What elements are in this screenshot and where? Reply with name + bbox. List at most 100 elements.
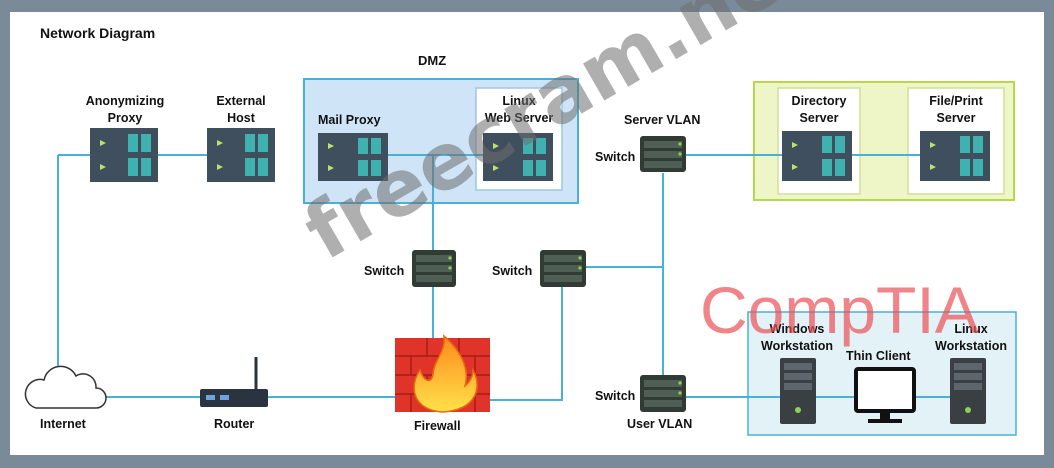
drive-slot — [954, 383, 982, 390]
status-led-icon — [930, 142, 936, 148]
switch-core-label: Switch — [492, 264, 533, 278]
status-led-icon — [328, 165, 334, 171]
port-row — [644, 141, 682, 148]
drive-bay-icon — [128, 134, 138, 152]
status-led-icon — [792, 164, 798, 170]
port-row — [644, 390, 682, 397]
status-led-icon — [493, 143, 499, 149]
external-host-server — [207, 128, 275, 182]
drive-bay-icon — [371, 138, 381, 154]
router-icon — [200, 357, 268, 407]
drive-bay-icon — [258, 134, 268, 152]
drive-bay-icon — [245, 158, 255, 176]
comptia-watermark: CompTIA — [700, 273, 979, 347]
link-firewall-core-switch — [490, 285, 563, 401]
port-led-icon — [578, 266, 582, 270]
drive-slot — [954, 373, 982, 380]
port-led-icon — [678, 152, 682, 156]
port-led-icon — [678, 142, 682, 146]
router-body — [200, 389, 268, 407]
switch-server-icon — [640, 136, 686, 172]
drive-bay-icon — [973, 159, 983, 176]
monitor-screen — [854, 367, 916, 413]
port-row — [644, 151, 682, 158]
switch-core-icon — [540, 250, 586, 287]
power-led-icon — [795, 407, 801, 413]
port-row — [644, 400, 682, 407]
switch-user-icon — [640, 375, 686, 412]
drive-slot — [784, 363, 812, 370]
firewall-label: Firewall — [414, 419, 461, 433]
switch-dmz-label: Switch — [364, 264, 405, 278]
file-print-server — [920, 131, 990, 181]
status-led-icon — [328, 143, 334, 149]
port-row — [416, 275, 452, 282]
drive-bay-icon — [358, 138, 368, 154]
linux-workstation-tower-icon — [950, 358, 986, 424]
switch-server-label: Switch — [595, 150, 636, 164]
drive-slot — [784, 383, 812, 390]
port-row — [644, 380, 682, 387]
status-led-icon — [792, 142, 798, 148]
drive-bay-icon — [358, 160, 368, 176]
anonymizing-proxy-server — [90, 128, 158, 182]
external-host-label: External Host — [216, 94, 266, 125]
port-row — [544, 255, 582, 262]
drive-bay-icon — [523, 138, 533, 154]
linux-workstation-label: Linux Workstation — [935, 322, 1007, 353]
port-row — [544, 265, 582, 272]
status-led-icon — [217, 140, 223, 146]
drive-slot — [784, 373, 812, 380]
links — [57, 154, 950, 401]
mail-proxy-server — [318, 133, 388, 181]
status-led-icon — [493, 165, 499, 171]
port-led-icon — [448, 256, 452, 260]
cloud-icon — [24, 365, 107, 409]
drive-bay-icon — [835, 159, 845, 176]
status-led-icon — [930, 164, 936, 170]
switch-dmz-icon — [412, 250, 456, 287]
drive-bay-icon — [536, 160, 546, 176]
anonymizing-proxy-label: Anonymizing Proxy — [85, 94, 165, 125]
thin-client-monitor-icon — [854, 367, 916, 423]
port-led-icon — [578, 256, 582, 260]
power-led-icon — [965, 407, 971, 413]
server-vlan-label: Server VLAN — [624, 113, 701, 127]
switch-user-label: Switch — [595, 389, 636, 403]
drive-bay-icon — [536, 138, 546, 154]
diagram-title: Network Diagram — [40, 25, 156, 41]
monitor-neck — [880, 411, 890, 419]
port-led-icon — [678, 381, 682, 385]
port-row — [644, 161, 682, 168]
directory-server-label: Directory Server — [791, 94, 847, 125]
drive-bay-icon — [523, 160, 533, 176]
monitor-base — [868, 419, 902, 423]
drive-bay-icon — [128, 158, 138, 176]
windows-workstation-tower-icon — [780, 358, 816, 424]
flame-icon — [413, 334, 478, 413]
status-led-icon — [100, 140, 106, 146]
status-led-icon — [217, 164, 223, 170]
port-led-icon — [678, 391, 682, 395]
drive-bay-icon — [822, 159, 832, 176]
drive-bay-icon — [822, 136, 832, 153]
firewall-icon — [395, 334, 490, 413]
drive-bay-icon — [141, 158, 151, 176]
drive-bay-icon — [973, 136, 983, 153]
port-row — [416, 255, 452, 262]
port-row — [416, 265, 452, 272]
port-led-icon — [448, 266, 452, 270]
mail-proxy-label: Mail Proxy — [318, 113, 381, 127]
drive-bay-icon — [258, 158, 268, 176]
drive-bay-icon — [371, 160, 381, 176]
linux-web-server-label: Linux Web Server — [484, 94, 554, 125]
user-vlan-label: User VLAN — [627, 417, 693, 431]
drive-bay-icon — [960, 159, 970, 176]
linux-web-server — [483, 133, 553, 181]
internet-label: Internet — [40, 417, 86, 431]
router-led-icon — [220, 395, 229, 400]
drive-bay-icon — [960, 136, 970, 153]
router-led-icon — [206, 395, 215, 400]
